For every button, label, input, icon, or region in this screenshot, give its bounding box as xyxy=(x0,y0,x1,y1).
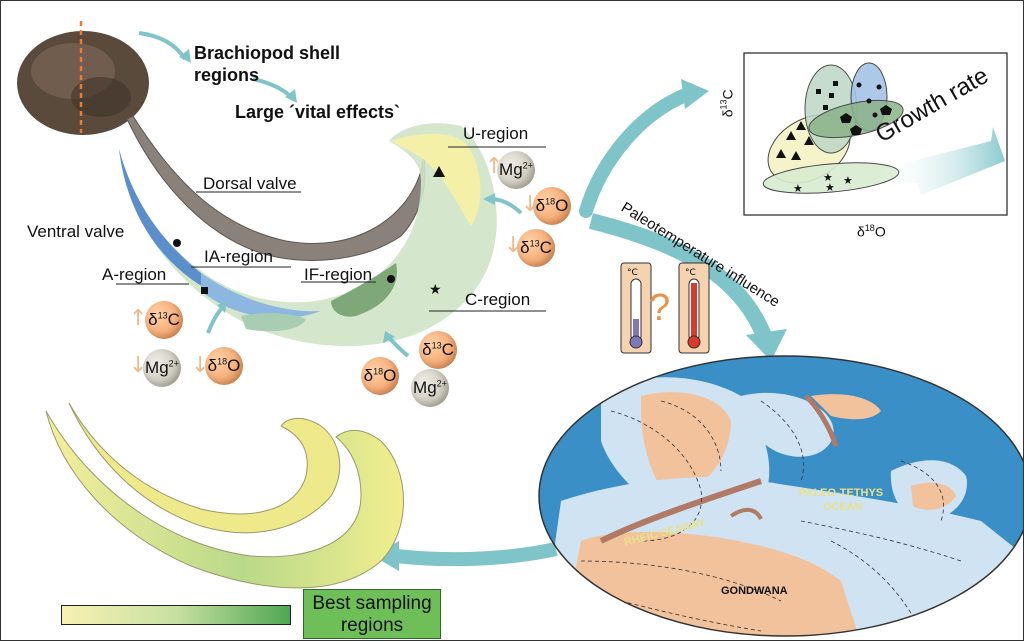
scatter-plot: ★ ★ ★ ★ xyxy=(743,52,1008,216)
if-region-label: IF-region xyxy=(304,265,373,284)
thermometer-hot-icon xyxy=(678,262,710,354)
c-region-label: C-region xyxy=(465,290,531,309)
ia-region-label: IA-region xyxy=(204,247,273,266)
dorsal-valve-label: Dorsal valve xyxy=(203,174,297,193)
shell-photo xyxy=(17,21,149,135)
mg-badge-c-text: Mg2+ xyxy=(413,378,447,397)
c-region-star-marker: ★ xyxy=(429,282,442,298)
best-sampling-line-2: regions xyxy=(340,615,404,636)
d13c-badge-c-text: δ13C xyxy=(422,340,454,359)
u-region-label: U-region xyxy=(463,124,529,143)
ventral-valve-shape xyxy=(119,123,497,347)
d18o-badge-u-text: δ18O xyxy=(535,196,569,215)
d18o-badge-u: δ18O xyxy=(533,187,571,225)
title-line-1: Brachiopod shell xyxy=(194,43,341,63)
d13c-badge-c: δ13C xyxy=(419,331,457,369)
mg-badge-u-text: Mg2+ xyxy=(499,160,533,179)
d13c-badge-a: δ13C xyxy=(145,301,183,339)
thermometer-cold-icon xyxy=(620,262,652,354)
paleogeographic-map xyxy=(539,356,1023,636)
mg-badge-u: Mg2+ xyxy=(497,151,535,189)
sampling-gradient-bar xyxy=(61,605,291,625)
if-region-dot-marker xyxy=(387,275,395,283)
gondwana-label: GONDWANA xyxy=(721,585,788,597)
mg-badge-a-text: Mg2+ xyxy=(145,358,179,377)
d18o-badge-c-text: δ18O xyxy=(363,366,397,385)
svg-text:★: ★ xyxy=(843,174,853,187)
d18o-badge-c: δ18O xyxy=(361,357,399,395)
ventral-valve-label: Ventral valve xyxy=(27,222,125,241)
mg-badge-c: Mg2+ xyxy=(411,369,449,407)
mg-badge-a: Mg2+ xyxy=(143,349,181,387)
paleo-tethys-label-2: OCEAN xyxy=(823,501,863,513)
d13c-badge-a-text: δ13C xyxy=(148,310,180,329)
d18o-badge-a-text: δ18O xyxy=(207,356,241,375)
svg-text:°C: °C xyxy=(627,268,638,278)
up-arrow-icon: ↑ xyxy=(129,306,148,331)
question-mark: ? xyxy=(649,287,671,329)
ventral-dot-marker xyxy=(173,239,181,247)
scatter-ylabel: δ13C xyxy=(718,89,736,118)
svg-text:★: ★ xyxy=(793,182,803,195)
d13c-badge-u: δ13C xyxy=(517,229,555,267)
d18o-badge-a: δ18O xyxy=(205,347,243,385)
u-region-triangle-marker xyxy=(433,166,445,177)
best-sampling-shell xyxy=(45,402,404,589)
svg-text:★: ★ xyxy=(823,171,833,184)
d13c-badge-u-text: δ13C xyxy=(520,238,552,257)
a-region-square-marker xyxy=(201,287,208,294)
best-sampling-box: Best sampling regions xyxy=(303,589,441,639)
svg-text:★: ★ xyxy=(825,181,835,194)
scatter-xlabel: δ18O xyxy=(857,223,886,240)
title-arrow-1 xyxy=(138,31,187,61)
down-arrow-icon: ↓ xyxy=(129,353,148,378)
title-line-3: Large ´vital effects` xyxy=(235,102,401,122)
a-region-label: A-region xyxy=(102,265,167,284)
paleo-tethys-label-1: PALEO-TETHYS xyxy=(799,487,884,499)
best-sampling-line-1: Best sampling xyxy=(312,593,432,614)
svg-text:°C: °C xyxy=(685,268,696,278)
title-line-2: regions xyxy=(194,65,260,85)
down-arrow-icon: ↓ xyxy=(191,353,210,378)
